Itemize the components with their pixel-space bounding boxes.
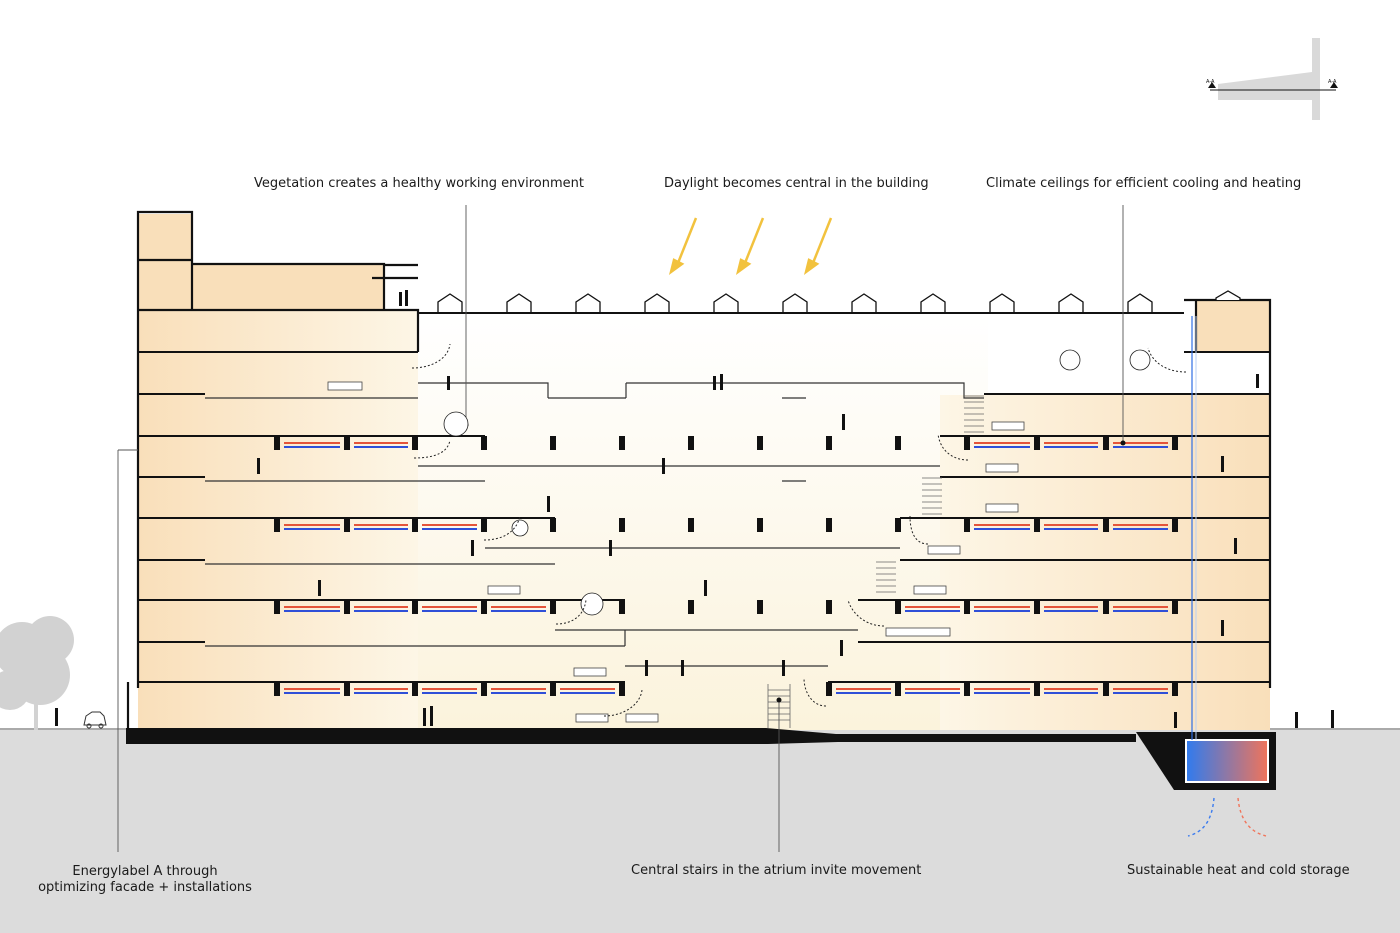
person-icon bbox=[55, 290, 1334, 728]
basement-slab bbox=[126, 728, 1276, 790]
car-icon bbox=[83, 711, 107, 729]
climate-ceilings bbox=[284, 442, 1168, 694]
leader-lines bbox=[117, 205, 1124, 852]
planter-icon bbox=[327, 381, 1025, 723]
tree-icon bbox=[0, 616, 74, 730]
columns bbox=[274, 436, 1178, 696]
tree-icon bbox=[443, 349, 1151, 616]
building-outline bbox=[126, 210, 1272, 742]
label-energylabel: Energylabel A through optimizing facade … bbox=[38, 864, 252, 895]
skylight-icon bbox=[437, 290, 1241, 312]
sun-arrow-icon bbox=[668, 217, 833, 276]
section-mark-left: A-A bbox=[1206, 79, 1215, 85]
section-mark-right: A-A bbox=[1328, 79, 1337, 85]
right-penthouse bbox=[1196, 300, 1270, 352]
key-plan: A-A A-A bbox=[1206, 38, 1338, 120]
atrium bbox=[418, 315, 988, 730]
label-daylight: Daylight becomes central in the building bbox=[664, 176, 929, 191]
left-tower bbox=[138, 214, 192, 310]
label-climate-ceilings: Climate ceilings for efficient cooling a… bbox=[986, 176, 1302, 191]
label-central-stairs: Central stairs in the atrium invite move… bbox=[631, 863, 922, 878]
label-heat-cold-storage: Sustainable heat and cold storage bbox=[1127, 863, 1350, 878]
mezzanines bbox=[205, 382, 984, 667]
airflow-arrow-icon bbox=[411, 343, 1187, 717]
right-wing bbox=[940, 395, 1270, 730]
heat-cold-storage bbox=[1185, 739, 1269, 783]
left-penthouse bbox=[192, 264, 384, 310]
label-vegetation: Vegetation creates a healthy working env… bbox=[254, 176, 584, 191]
